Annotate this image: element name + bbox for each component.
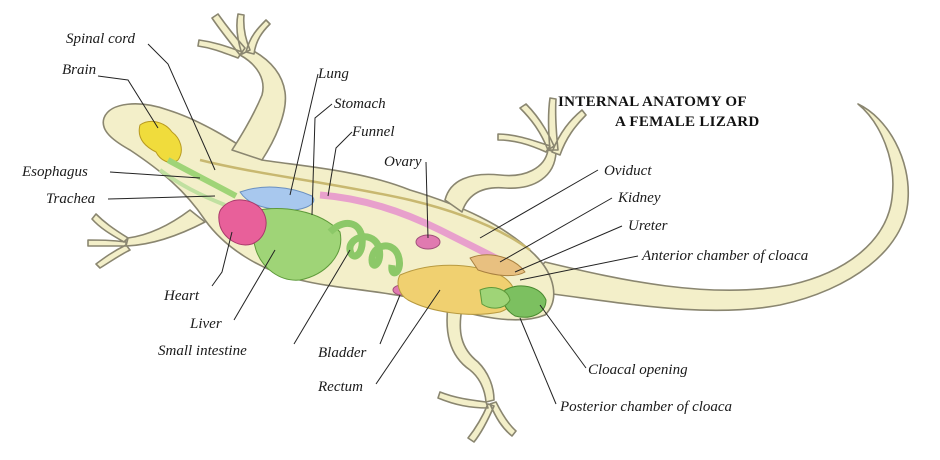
- label-funnel: Funnel: [351, 124, 395, 140]
- front-left-leg: [232, 48, 285, 160]
- diagram-title-line1: INTERNAL ANATOMY OF: [558, 94, 747, 110]
- label-heart: Heart: [163, 288, 200, 304]
- label-liver: Liver: [189, 316, 222, 332]
- leader-kidney: [500, 198, 612, 262]
- leader-cloacal-opening: [540, 305, 586, 368]
- label-anterior-chamber: Anterior chamber of cloaca: [641, 248, 808, 264]
- leader-posterior-chamber: [520, 318, 556, 404]
- label-kidney: Kidney: [617, 190, 661, 206]
- leader-rectum: [376, 290, 440, 384]
- label-brain: Brain: [62, 62, 96, 78]
- label-stomach: Stomach: [334, 96, 386, 112]
- label-lung: Lung: [317, 66, 349, 82]
- front-right-foot: [88, 214, 130, 268]
- rear-right-leg: [447, 305, 494, 402]
- leader-bladder: [380, 295, 400, 344]
- label-bladder: Bladder: [318, 345, 366, 361]
- label-small-intestine: Small intestine: [158, 343, 247, 359]
- front-right-leg: [126, 210, 205, 246]
- label-ovary: Ovary: [384, 154, 422, 170]
- diagram-title-line2: A FEMALE LIZARD: [615, 114, 760, 130]
- label-oviduct: Oviduct: [604, 163, 652, 179]
- lizard-tail: [520, 104, 908, 310]
- rear-right-foot: [438, 392, 516, 442]
- rear-left-leg: [445, 150, 556, 212]
- label-posterior-chamber: Posterior chamber of cloaca: [559, 399, 732, 415]
- label-spinal-cord: Spinal cord: [66, 31, 136, 47]
- leader-ureter: [515, 226, 622, 272]
- label-esophagus: Esophagus: [21, 164, 88, 180]
- front-left-foot: [198, 14, 270, 58]
- label-cloacal-opening: Cloacal opening: [588, 362, 688, 378]
- label-rectum: Rectum: [317, 379, 363, 395]
- label-trachea: Trachea: [46, 191, 95, 207]
- label-ureter: Ureter: [628, 218, 668, 234]
